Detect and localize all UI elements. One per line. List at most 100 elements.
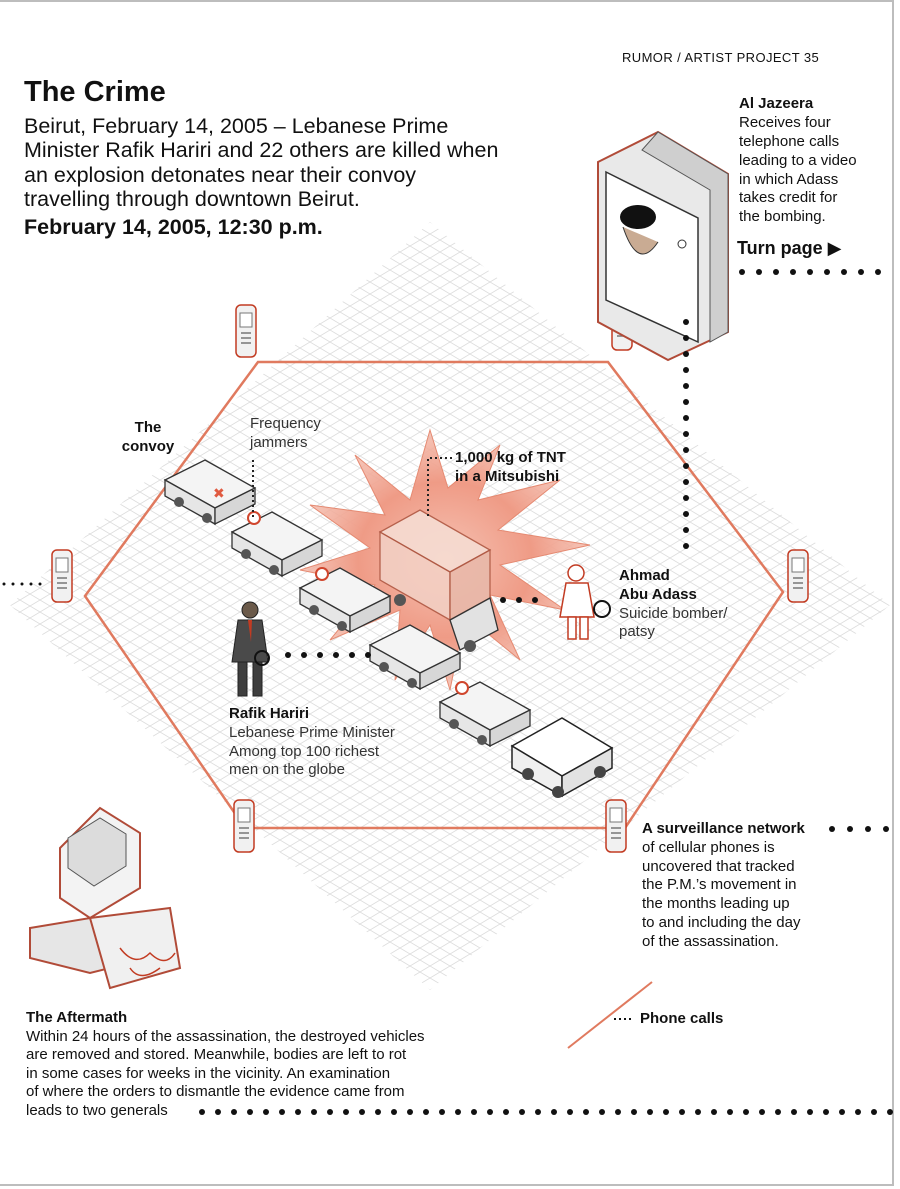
connector-dot (311, 1109, 317, 1115)
cell-phone-icon (51, 549, 73, 603)
cell-phone-icon (233, 799, 255, 853)
connector-dot (807, 1109, 813, 1115)
adass-name: Ahmad (619, 567, 670, 584)
connector-dot (333, 652, 339, 658)
surveillance-block: A surveillance network of cellular phone… (642, 820, 827, 951)
surveillance-line: uncovered that tracked (642, 857, 795, 875)
legend-phone-line (567, 981, 653, 1049)
connector-dot (455, 1109, 461, 1115)
connector-dot (487, 1109, 493, 1115)
al-jazeera-line: the bombing. (739, 208, 826, 226)
tnt-label-line: in a Mitsubishi (455, 467, 560, 485)
connector-dot (683, 543, 689, 549)
connector-dot (295, 1109, 301, 1115)
jammers-label-line: Frequency (250, 415, 321, 432)
connector-dot (756, 269, 762, 275)
tnt-label-line: 1,000 kg of TNT (455, 449, 566, 466)
surveillance-line: the months leading up (642, 895, 790, 912)
connector-dot (500, 597, 506, 603)
connector-dot (317, 652, 323, 658)
al-jazeera-line: in which Adass (739, 170, 839, 188)
connector-dot (38, 582, 42, 586)
connector-dot (285, 652, 291, 658)
connector-dot (615, 1109, 621, 1115)
connector-dot (739, 269, 745, 275)
connector-dot (841, 269, 847, 275)
connector-dot (301, 652, 307, 658)
connector-dot (407, 1109, 413, 1115)
jammers-label-line: jammers (250, 433, 308, 451)
connector-dot (423, 1109, 429, 1115)
connector-dot (279, 1109, 285, 1115)
connector-dot (11, 582, 15, 586)
aftermath-line: are removed and stored. Meanwhile, bodie… (26, 1046, 407, 1064)
connector-dot (743, 1109, 749, 1115)
jammers-label: Frequency jammers (250, 415, 321, 453)
aftermath-line: Within 24 hours of the assassination, th… (26, 1027, 425, 1045)
connector-dot (679, 1109, 685, 1115)
mitsubishi-truck (378, 509, 499, 652)
page-header-label: RUMOR / ARTIST PROJECT 35 (622, 50, 820, 65)
connector-dot (375, 1109, 381, 1115)
connector-dot (683, 463, 689, 469)
connector-dot (847, 826, 853, 832)
connector-dot (683, 495, 689, 501)
connector-dot (683, 511, 689, 517)
hariri-desc: Among top 100 richest (229, 742, 380, 760)
connector-dot (887, 1109, 893, 1115)
hariri-block: Rafik Hariri Lebanese Prime Minister Amo… (229, 705, 395, 780)
cell-phone-icon (235, 304, 257, 358)
event-datetime: February 14, 2005, 12:30 p.m. (24, 215, 323, 239)
connector-dot (683, 399, 689, 405)
connector-dot (551, 1109, 557, 1115)
connector-dot (20, 582, 24, 586)
connector-dot (871, 1109, 877, 1115)
connector-dot (263, 1109, 269, 1115)
connector-dot (883, 826, 889, 832)
connector-dot (503, 1109, 509, 1115)
connector-dot (215, 1109, 221, 1115)
connector-dot (471, 1109, 477, 1115)
turn-page-link[interactable]: Turn page ▶ (737, 238, 842, 258)
aftermath-line: leads to two generals (26, 1101, 168, 1119)
connector-dot (683, 527, 689, 533)
connector-dot (829, 826, 835, 832)
connector-dot (391, 1109, 397, 1115)
connector-dot (683, 383, 689, 389)
connector-dot (359, 1109, 365, 1115)
connector-dot (711, 1109, 717, 1115)
al-jazeera-title: Al Jazeera (739, 95, 814, 112)
connector-dot (790, 269, 796, 275)
connector-dot (2, 582, 6, 586)
connector-dot (759, 1109, 765, 1115)
connector-dot (343, 1109, 349, 1115)
connector-dot (231, 1109, 237, 1115)
adass-desc: patsy (619, 623, 655, 641)
bulldozer-icon (29, 806, 182, 990)
hariri-desc: men on the globe (229, 761, 345, 779)
connector-dot (199, 1109, 205, 1115)
connector-dot (29, 582, 33, 586)
aftermath-line: of where the orders to dismantle the evi… (26, 1083, 405, 1101)
connector-dot (775, 1109, 781, 1115)
tv-icon (597, 130, 729, 362)
al-jazeera-line: Receives four (739, 113, 831, 131)
connector-dot (695, 1109, 701, 1115)
connector-dot (727, 1109, 733, 1115)
convoy-label-line: The (134, 419, 162, 436)
connector-dot (599, 1109, 605, 1115)
surveillance-line: of the assassination. (642, 932, 779, 950)
connector-dot (631, 1109, 637, 1115)
connector-dot (516, 597, 522, 603)
hariri-figure (231, 601, 270, 697)
connector-dot (365, 652, 371, 658)
connector-dot (683, 319, 689, 325)
connector-dot (532, 597, 538, 603)
connector-dot (807, 269, 813, 275)
convoy-suv (510, 717, 614, 798)
surveillance-line: of cellular phones is (642, 838, 775, 856)
adass-name: Abu Adass (619, 585, 697, 603)
phone-call-dots (2, 269, 893, 1115)
